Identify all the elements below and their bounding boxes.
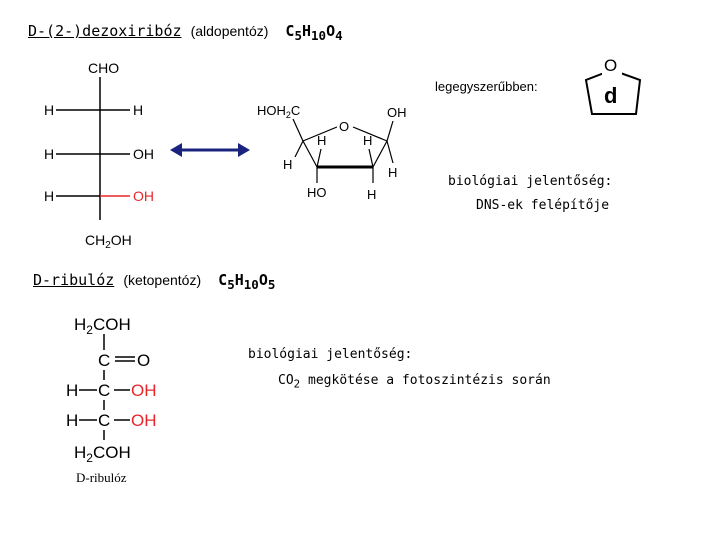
section1-bio-label: biológiai jelentőség: [448,174,613,189]
section2-bio-label: biológiai jelentőség: [248,347,413,362]
fischer-projection: CHO H H H OH H OH CH2OH [44,60,154,251]
section1-bio-text: DNS-ek felépítője [476,198,610,213]
equilibrium-double-arrow [170,143,250,157]
fischer-row2-left: H [44,146,54,162]
fischer-row2-right: OH [133,146,154,162]
ribulose-o2: O [137,351,150,370]
section1-formula: C5H10O4 [285,22,343,43]
ring-ch2oh: HOH2C [257,103,300,120]
fischer-row1-right: H [133,102,143,118]
common-form-label: legegyszerűbben: [435,79,538,94]
ring-oh-right: OH [387,105,407,120]
fischer-row1-left: H [44,102,54,118]
section2-formula: C5H10O5 [218,271,276,292]
ring-h-left: H [283,157,292,172]
ring-h-upper-right: H [363,133,372,148]
pentagon-d: d [604,83,617,108]
ribulose-oh4: OH [131,411,157,430]
ring-oxygen: O [339,119,349,134]
section2-bio-text: CO2 megkötése a fotoszintézis során [278,373,551,391]
ribulose-c2: C [98,351,110,370]
ribulose-c4: C [98,411,110,430]
ribulose-bottom: H2COH [74,443,131,465]
ribulose-caption: D-ribulóz [76,470,127,485]
ribulose-structure: H2COH C O H C OH H C OH H2COH D-ribulóz [66,315,157,485]
ring-ho: HO [307,185,327,200]
ribulose-h3: H [66,381,78,400]
fischer-row3-left: H [44,188,54,204]
ring-h-bottom: H [367,187,376,202]
section1-header: D-(2-)dezoxiribóz (aldopentóz) C5H10O4 [28,22,343,43]
fischer-row3-right: OH [133,188,154,204]
ribulose-c3: C [98,381,110,400]
ring-h-right: H [388,165,397,180]
section2-header: D-ribulóz (ketopentóz) C5H10O5 [33,271,275,292]
ribulose-h4: H [66,411,78,430]
ring-h-upper-left: H [317,133,326,148]
pentagon-oxygen: O [604,56,617,75]
section2-class: (ketopentóz) [123,272,202,288]
fischer-top: CHO [88,60,119,76]
fischer-bottom: CH2OH [85,232,132,251]
haworth-ring: HOH2C O OH H H H H HO H [257,103,407,202]
section2-name: D-ribulóz [33,271,115,289]
pentagon-symbol: O d [584,56,642,115]
section1-name: D-(2-)dezoxiribóz [28,22,182,40]
section1-class: (aldopentóz) [190,23,269,39]
ribulose-oh3: OH [131,381,157,400]
ribulose-top: H2COH [74,315,131,337]
